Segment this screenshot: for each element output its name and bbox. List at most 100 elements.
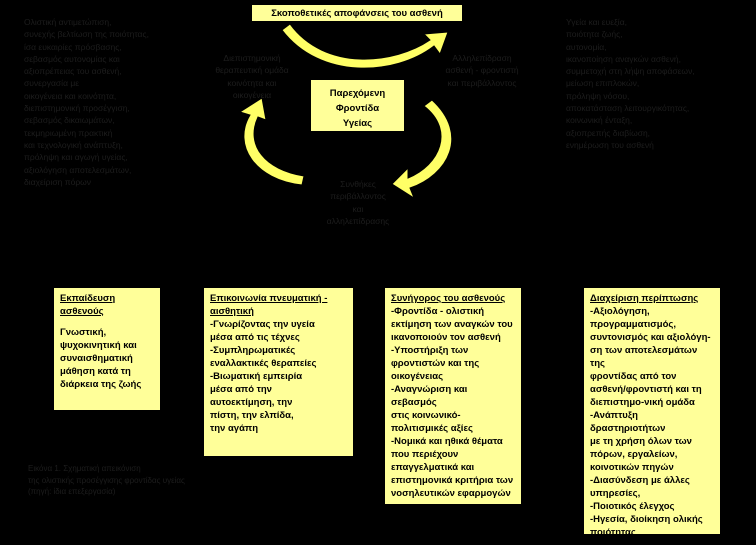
box-line: -Συμπληρωματικές (210, 345, 296, 356)
footnote-line: της ολιστικής προσέγγισης φροντίδας υγεί… (28, 475, 185, 485)
box-line: -Βιωματική εμπειρία (210, 371, 303, 382)
left-text-line: διεπιστημονική προσέγγιση, (24, 103, 130, 114)
figure-footnote: Εικόνα 1. Σχηματική απεικόνιση της ολιστ… (28, 463, 185, 498)
box-line: συναισθηματική (60, 353, 133, 364)
box-line: συντονισμός και αξιολόγη- (590, 332, 711, 343)
right-text-line: συμμετοχή στη λήψη αποφάσεων, (566, 66, 695, 77)
box-title: Εκπαίδευση ασθενούς (60, 293, 116, 317)
box-line: μάθηση κατά τη (60, 366, 131, 377)
box-line: κοινοτικών πηγών (590, 462, 674, 473)
patient-goals-title: Σκοποθετικές αποφάνσεις του ασθενή (250, 3, 464, 23)
box-line: -Νομικά και ηθικά θέματα (391, 436, 503, 447)
box-line: πόρων, εργαλείων, (590, 449, 678, 460)
left-text-line: πρόληψη και αγωγή υγείας, (24, 152, 128, 163)
box-line: την αγάπη (210, 423, 259, 434)
box-line: εναλλακτικές θεραπείες (210, 358, 317, 369)
left-text-line: συνεχής βελτίωση της ποιότητας, (24, 29, 149, 40)
mid-bottom-line: περιβάλλοντος (330, 191, 386, 202)
patient-advocate-box: Συνήγορος του ασθενούς -Φροντίδα - ολιστ… (383, 286, 523, 506)
box-line: φροντιστών και της (391, 358, 480, 369)
box-line: μέσα από την (210, 384, 272, 395)
left-text-line: ίσα ευκαιρίες πρόσβασης, (24, 41, 122, 52)
case-management-box: Διαχείριση περίπτωσης -Αξιολόγηση, προγρ… (582, 286, 722, 538)
health-care-provided-box: Παρεχόμενη Φροντίδα Υγείας (309, 78, 406, 133)
right-text-line: αξιοπρεπής διαβίωση, (566, 127, 651, 138)
left-text-line: Ολιστική αντιμετώπιση, (24, 17, 112, 27)
footnote-line: Εικόνα 1. Σχηματική απεικόνιση (28, 464, 141, 473)
box-line: μέσα από τις τέχνες (210, 332, 300, 343)
box-line: -Διασύνδεση με άλλες (590, 475, 690, 486)
mid-left-line: οικογένεια (232, 89, 272, 100)
left-text-line: και τεχνολογική ανάπτυξη, (24, 139, 123, 150)
left-text-block: Ολιστική αντιμετώπιση, συνεχής βελτίωση … (24, 16, 149, 188)
box-line: ψυχοκινητική και (60, 340, 137, 351)
box-line: με τη χρήση όλων των (590, 436, 692, 447)
right-text-line: Υγεία και ευεξία, (566, 17, 627, 27)
right-text-block: Υγεία και ευεξία, ποιότητα ζωής, αυτονομ… (566, 16, 695, 151)
right-text-line: πρόληψη νόσου, (566, 90, 630, 101)
box-line: -Ηγεσία, διοίκηση ολικής (590, 514, 703, 525)
right-text-line: ποιότητα ζωής, (566, 29, 623, 40)
center-line-1: Παρεχόμενη (329, 88, 386, 99)
right-text-line: αυτονομία, (566, 41, 607, 52)
mid-left-line: Διεπιστημονική (223, 53, 281, 63)
box-title: Επικοινωνία πνευματική - αισθητική (210, 293, 328, 317)
left-text-line: τεκμηριωμένη πρακτική (24, 127, 113, 138)
footnote-line: (πηγή: ίδια επεξεργασία) (28, 487, 116, 496)
left-text-line: οικογένεια και κοινότητα, (24, 90, 117, 101)
center-line-3: Υγείας (342, 118, 373, 129)
left-text-line: διαχείριση πόρων (24, 176, 92, 187)
right-text-line: ενημέρωση του ασθενή (566, 139, 654, 150)
box-line: υπηρεσίες, (590, 488, 641, 499)
box-line: προγραμματισμός, (590, 319, 676, 330)
box-line: στις κοινωνικό- (391, 410, 461, 421)
box-line: -Γνωρίζοντας την υγεία (210, 319, 315, 330)
box-line: εκτίμηση των αναγκών του (391, 319, 513, 330)
spiritual-aesthetic-communication-box: Επικοινωνία πνευματική - αισθητική -Γνωρ… (202, 286, 355, 458)
box-line: νοσηλευτικών εφαρμογών (391, 488, 511, 499)
box-line: -Ποιοτικός έλεγχος (590, 501, 675, 512)
right-text-line: αποκατάσταση λειτουργικότητας, (566, 103, 690, 114)
box-line: οικογένειας (391, 371, 444, 382)
patient-education-box: Εκπαίδευση ασθενούς Γνωστική, ψυχοκινητι… (52, 286, 162, 412)
box-line: Γνωστική, (60, 327, 107, 338)
box-line: διεπιστημο-νική ομάδα (590, 397, 695, 408)
mid-bottom-line: Συνθήκες (340, 179, 376, 189)
left-text-line: σεβασμός δικαιωμάτων, (24, 115, 115, 126)
mid-left-line: κοινότητα και (227, 77, 277, 88)
mid-right-line: και περιβάλλοντος (447, 77, 517, 88)
box-line: αυτοεκτίμηση, την (210, 397, 293, 408)
box-line: -Ανάπτυξη δραστηριοτήτων (590, 410, 666, 434)
mid-bottom-text: Συνθήκες περιβάλλοντος και αλληλεπίδραση… (310, 178, 406, 227)
box-line: πολιτισμικές αξίες (391, 423, 473, 434)
mid-right-line: ασθενή - φροντιστή (445, 65, 519, 76)
arrow-right-icon (391, 99, 453, 200)
mid-left-line: θεραπευτική ομάδα (215, 65, 289, 76)
box-line: πίστη, την ελπίδα, (210, 410, 294, 421)
arrow-left-icon (238, 97, 305, 186)
mid-right-line: Αλληλεπίδραση (452, 53, 512, 63)
box-title: Διαχείριση περίπτωσης (590, 293, 699, 304)
left-text-line: αξιοπρέπειας του ασθενή, (24, 66, 122, 77)
box-line: ικανοποιούν τον ασθενή (391, 332, 501, 343)
box-line: ασθενή/φροντιστή και τη (590, 384, 702, 395)
box-line: φροντίδας από τον (590, 371, 677, 382)
left-text-line: σεβασμός αυτονομίας και (24, 53, 120, 64)
box-line: -Αναγνώριση και σεβασμός (391, 384, 468, 408)
box-line: ποιότητας (590, 527, 636, 538)
box-line: -Υποστήριξη των (391, 345, 469, 356)
right-text-line: κοινωνική ένταξη, (566, 115, 633, 126)
box-line: που περιέχουν (391, 449, 459, 460)
left-text-line: αξιολόγηση αποτελεσμάτων, (24, 164, 132, 175)
box-line: επιστημονικά κριτήρια των (391, 475, 514, 486)
mid-bottom-line: και (352, 203, 364, 214)
arrow-top-icon (281, 23, 449, 69)
right-text-line: μείωση επιπλοκών, (566, 78, 640, 89)
box-line: ση των αποτελεσμάτων της (590, 345, 698, 369)
box-title: Συνήγορος του ασθενούς (391, 293, 506, 304)
mid-right-text: Αλληλεπίδραση ασθενή - φροντιστή και περ… (430, 52, 534, 89)
box-line: -Αξιολόγηση, (590, 306, 650, 317)
mid-bottom-line: αλληλεπίδρασης (326, 215, 390, 226)
box-line: επαγγελματικά και (391, 462, 475, 473)
